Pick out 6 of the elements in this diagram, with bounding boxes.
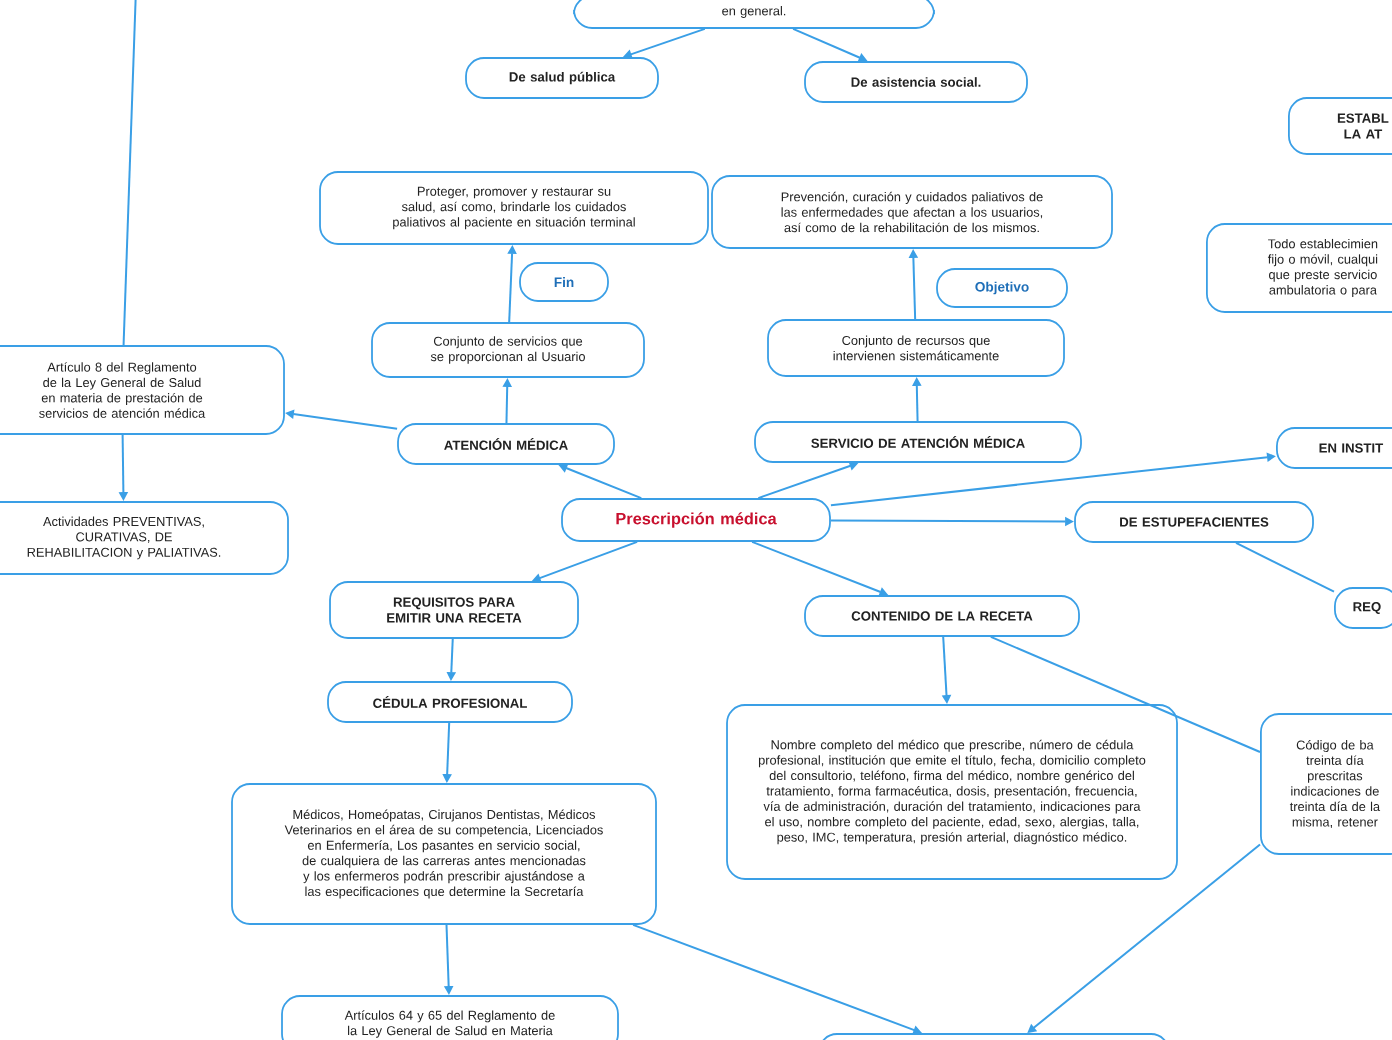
arrow <box>1027 843 1261 1033</box>
central-topic-box: Prescripción médica <box>561 498 831 542</box>
connector-line <box>122 0 137 347</box>
concept-box <box>818 1033 1170 1040</box>
connector-line <box>1235 541 1335 593</box>
connector-line <box>989 635 1261 754</box>
